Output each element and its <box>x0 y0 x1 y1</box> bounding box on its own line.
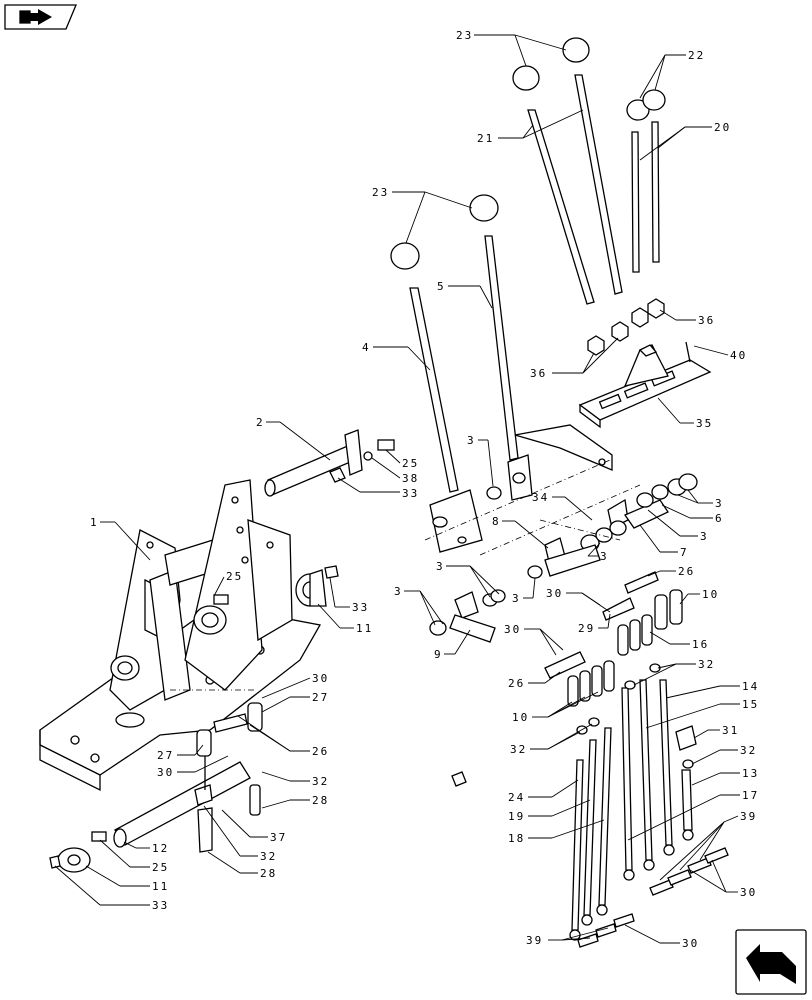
nuts-36 <box>587 298 665 356</box>
base-frame <box>39 479 322 792</box>
callout-30: 30 <box>504 623 521 636</box>
callout-27: 27 <box>312 691 329 704</box>
callout-15: 15 <box>742 698 759 711</box>
callout-30: 30 <box>157 766 174 779</box>
lever-4 <box>409 287 483 553</box>
part-35-gate-plate <box>578 341 712 429</box>
callout-12: 12 <box>152 842 169 855</box>
callout-11: 11 <box>356 622 373 635</box>
callout-32: 32 <box>312 775 329 788</box>
pins <box>544 571 659 679</box>
part-31 <box>675 725 697 751</box>
callout-37: 37 <box>270 831 287 844</box>
callout-26: 26 <box>508 677 525 690</box>
callout-10: 10 <box>512 711 529 724</box>
callout-13: 13 <box>742 767 759 780</box>
callout-3: 3 <box>436 560 445 573</box>
callout-36: 36 <box>530 367 547 380</box>
book-arrow-icon[interactable] <box>4 4 77 30</box>
callout-7: 7 <box>680 546 689 559</box>
callout-32: 32 <box>510 743 527 756</box>
callout-3: 3 <box>715 497 724 510</box>
callout-14: 14 <box>742 680 759 693</box>
callout-28: 28 <box>260 867 277 880</box>
callout-30: 30 <box>740 886 757 899</box>
knobs-22 <box>626 89 666 121</box>
callout-33: 33 <box>152 899 169 912</box>
callout-3: 3 <box>512 592 521 605</box>
callout-16: 16 <box>692 638 709 651</box>
callout-39: 39 <box>526 934 543 947</box>
callout-5: 5 <box>437 280 446 293</box>
callout-25: 25 <box>152 861 169 874</box>
callout-3: 3 <box>394 585 403 598</box>
callout-24: 24 <box>508 791 525 804</box>
callout-29: 29 <box>578 622 595 635</box>
callout-19: 19 <box>508 810 525 823</box>
callout-26: 26 <box>678 565 695 578</box>
callout-34: 34 <box>532 491 549 504</box>
callout-30: 30 <box>546 587 563 600</box>
leader-lines <box>54 34 740 944</box>
part-27-rod-ends <box>196 702 263 853</box>
callout-27: 27 <box>157 749 174 762</box>
callout-17: 17 <box>742 789 759 802</box>
part-11-bearing <box>295 569 327 607</box>
callout-25: 25 <box>226 570 243 583</box>
callout-23: 23 <box>372 186 389 199</box>
callout-23: 23 <box>456 29 473 42</box>
lever-5 <box>484 235 613 501</box>
fasteners <box>49 439 467 869</box>
knobs-23-upper <box>512 37 590 91</box>
callout-3: 3 <box>600 550 609 563</box>
callout-labels: 23 22 21 20 23 5 4 36 36 40 35 2 25 38 3… <box>90 29 759 950</box>
rods-21 <box>527 74 623 305</box>
part-2-shaft <box>264 429 363 497</box>
callout-2: 2 <box>256 416 265 429</box>
callout-6: 6 <box>715 512 724 525</box>
callout-36: 36 <box>698 314 715 327</box>
callout-25: 25 <box>402 457 419 470</box>
next-page-arrow-icon[interactable] <box>735 929 807 995</box>
callout-32: 32 <box>260 850 277 863</box>
callout-22: 22 <box>688 49 705 62</box>
callout-11: 11 <box>152 880 169 893</box>
callout-1: 1 <box>90 516 99 529</box>
callout-4: 4 <box>362 341 371 354</box>
callout-32: 32 <box>698 658 715 671</box>
callout-3: 3 <box>467 434 476 447</box>
linkage-assembly <box>424 459 698 643</box>
callout-38: 38 <box>402 472 419 485</box>
callout-3: 3 <box>700 530 709 543</box>
callout-26: 26 <box>312 745 329 758</box>
callout-31: 31 <box>722 724 739 737</box>
callout-20: 20 <box>714 121 731 134</box>
callout-10: 10 <box>702 588 719 601</box>
callout-21: 21 <box>477 132 494 145</box>
callout-18: 18 <box>508 832 525 845</box>
rods-20 <box>631 121 660 273</box>
callout-9: 9 <box>434 648 443 661</box>
part-12-shaft <box>113 761 251 848</box>
part-11-lower-flange <box>57 847 91 873</box>
callout-33: 33 <box>352 601 369 614</box>
callout-30: 30 <box>312 672 329 685</box>
callout-32: 32 <box>740 744 757 757</box>
connecting-rods <box>569 679 694 941</box>
callout-30: 30 <box>682 937 699 950</box>
callout-8: 8 <box>492 515 501 528</box>
callout-33: 33 <box>402 487 419 500</box>
rod-ends-10-16 <box>567 589 683 707</box>
pins-30-39 <box>577 847 729 948</box>
callout-35: 35 <box>696 417 713 430</box>
callout-28: 28 <box>312 794 329 807</box>
callout-40: 40 <box>730 349 747 362</box>
knobs-23-lower <box>390 194 499 270</box>
callout-39: 39 <box>740 810 757 823</box>
